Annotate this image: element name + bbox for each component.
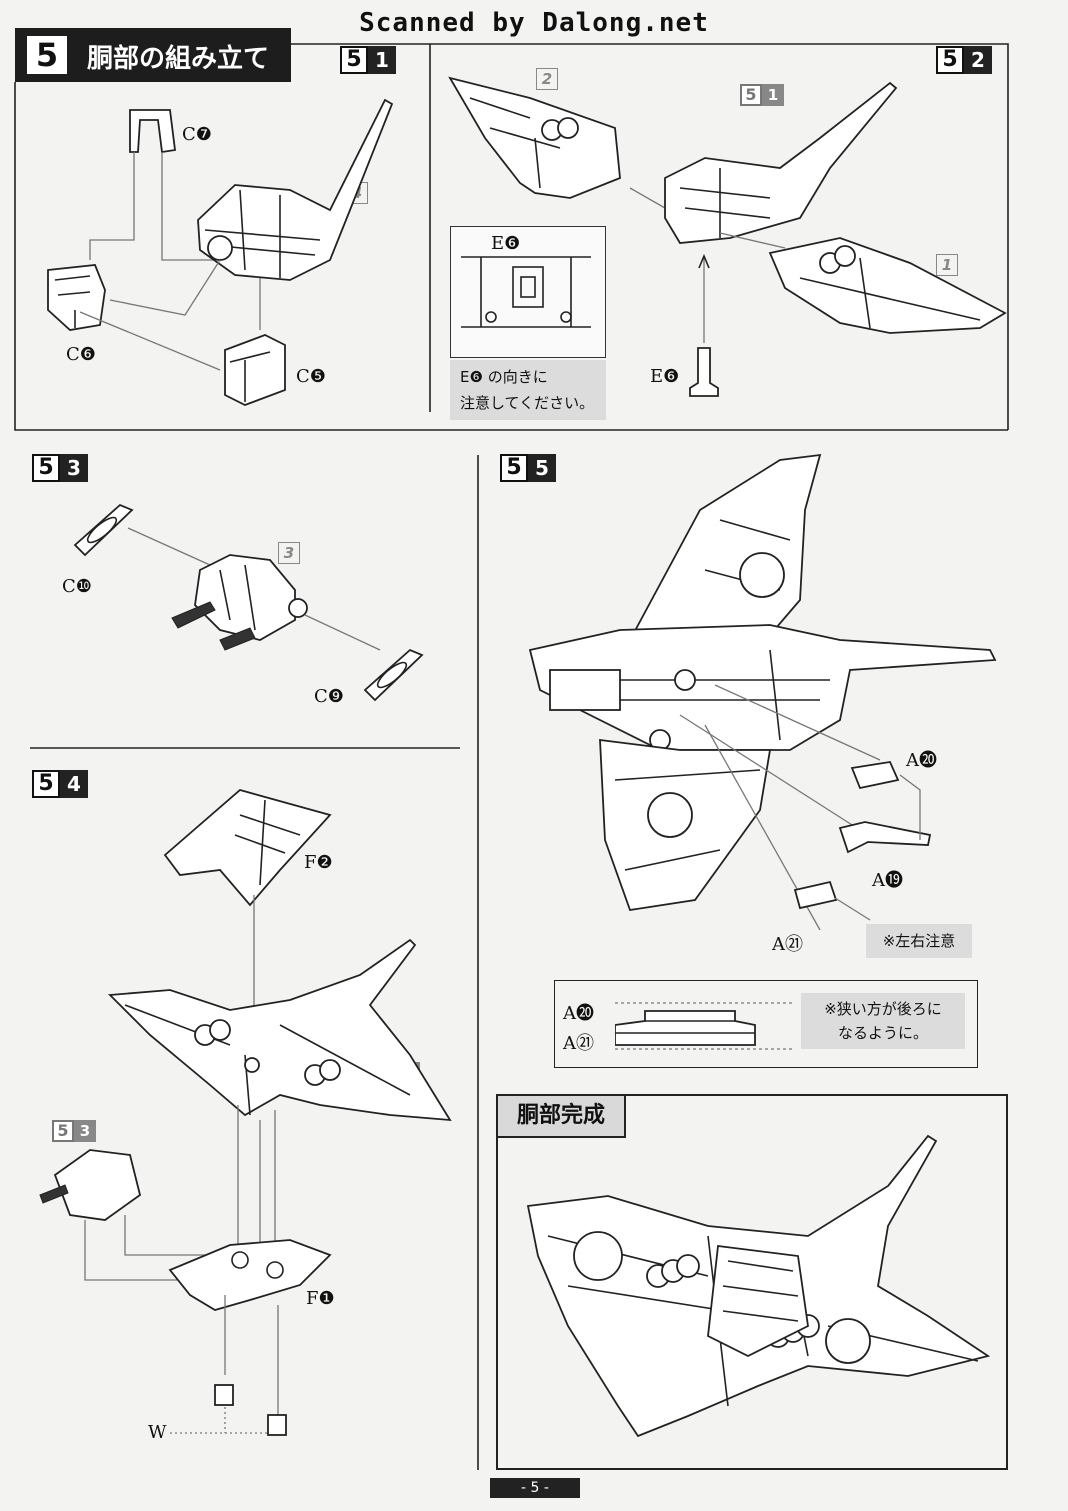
part-c10-label: C❿	[62, 576, 92, 597]
e6-inset-drawing	[461, 256, 591, 328]
section-number: 5	[27, 36, 67, 74]
section-header: 5 胴部の組み立て	[15, 28, 291, 82]
page-number: - 5 -	[490, 1478, 580, 1498]
ref-part-2: 2	[536, 68, 558, 90]
e6-note-line-2: 注意してください。	[460, 394, 595, 412]
part-e6-inset-label: E❻	[491, 233, 521, 254]
scanner-watermark: Scanned by Dalong.net	[359, 8, 709, 38]
torso-complete-panel: 胴部完成	[496, 1094, 1008, 1470]
inset-a21-label: A㉑	[563, 1033, 594, 1054]
part-f1-label: F❶	[306, 1288, 335, 1309]
part-f2-label: F❷	[304, 852, 333, 873]
step-5-2-diagram	[448, 76, 1007, 397]
part-w-label: W	[148, 1422, 167, 1443]
part-c5-label: C❺	[296, 366, 326, 387]
a-parts-drawing	[793, 761, 932, 921]
step-5-1-diagram	[47, 98, 394, 406]
torso-complete-drawing	[526, 1134, 991, 1438]
step-5-5-diagram	[528, 453, 997, 931]
section-title: 胴部の組み立て	[87, 44, 270, 74]
e6-note-line-1: E❻ の向きに	[460, 368, 548, 386]
step-5-3-diagram	[73, 503, 424, 702]
part-c7-label: C❼	[182, 124, 212, 145]
narrow-side-note: ※狭い方が後ろに なるように。	[801, 993, 965, 1049]
part-c9-label: C❾	[314, 686, 344, 707]
part-a20-label: A⓴	[906, 750, 937, 771]
narrow-note-line-1: ※狭い方が後ろに	[824, 1000, 942, 1018]
narrow-note-line-2: なるように。	[837, 1024, 928, 1042]
e6-orientation-inset: E❻	[450, 226, 606, 358]
torso-complete-label: 胴部完成	[498, 1096, 626, 1138]
left-right-note: ※左右注意	[866, 924, 972, 958]
ref-part-1: 1	[936, 254, 958, 276]
inset-part-profile	[615, 1002, 795, 1050]
part-e6-label: E❻	[650, 366, 680, 387]
ref-part-3: 3	[278, 542, 300, 564]
e6-orientation-note: E❻ の向きに 注意してください。	[450, 360, 606, 420]
part-a19-label: A⓳	[872, 870, 903, 891]
step-5-4-diagram	[39, 789, 452, 1436]
part-c6-label: C❻	[66, 344, 96, 365]
inset-a20-label: A⓴	[563, 1003, 594, 1024]
a20-a21-orientation-inset: A⓴ A㉑ ※狭い方が後ろに なるように。	[554, 980, 978, 1068]
part-a21-label: A㉑	[772, 934, 803, 955]
